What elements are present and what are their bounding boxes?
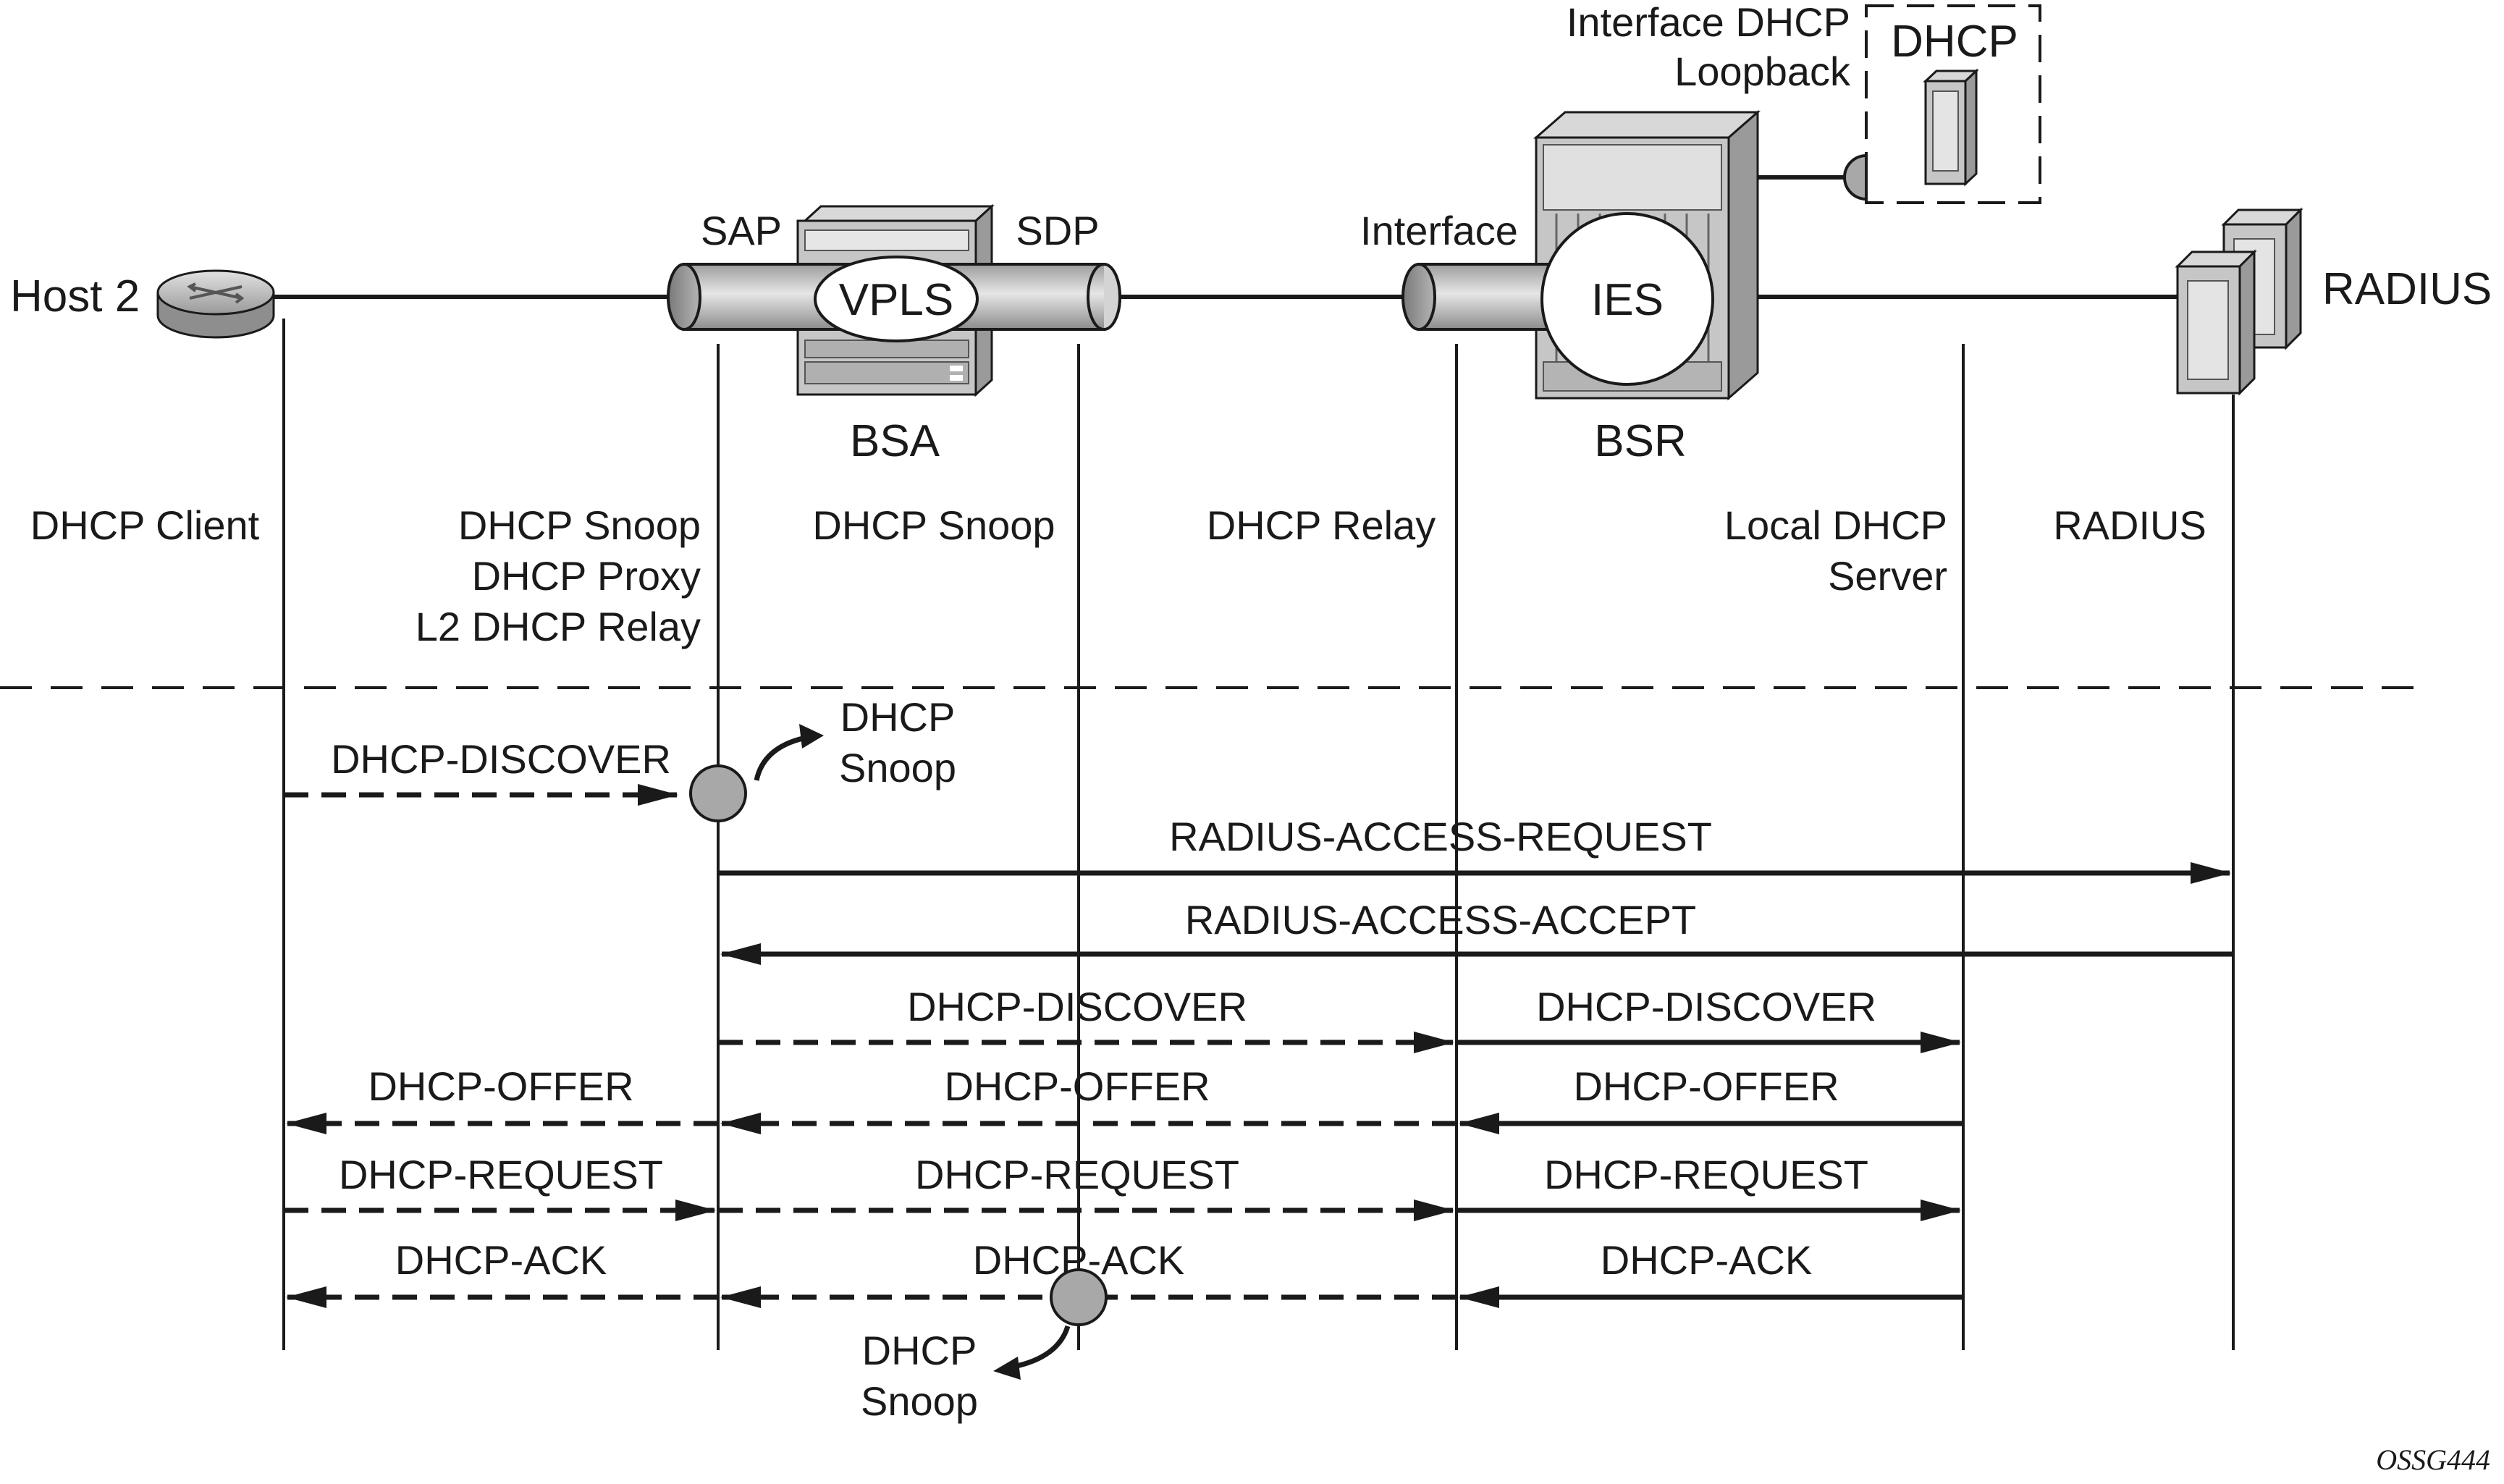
msg-discover-bsr: DHCP-DISCOVER	[1536, 984, 1876, 1029]
role-radius: RADIUS	[2053, 502, 2206, 548]
snoop-curve-top	[754, 734, 810, 781]
msg-radius-accept: RADIUS-ACCESS-ACCEPT	[1185, 897, 1696, 943]
msg-offer-bsr: DHCP-OFFER	[1573, 1063, 1839, 1109]
snoop-point-top	[689, 764, 747, 822]
msg-ack-client: DHCP-ACK	[395, 1237, 607, 1283]
snoop-curve-bottom	[1013, 1325, 1071, 1370]
interface-label: Interface	[1360, 208, 1518, 253]
snoop-note-top-2: Snoop	[839, 745, 956, 791]
snoop-note-top-1: DHCP	[840, 694, 956, 740]
ies-circle	[1540, 212, 1714, 386]
bsr-label: BSR	[1594, 416, 1686, 466]
role-client: DHCP Client	[30, 502, 260, 548]
figure-id: OSSG444	[2376, 1443, 2490, 1476]
snoop-arrowhead-bottom	[993, 1357, 1021, 1380]
vpls-oval	[814, 256, 979, 342]
role-server-2: Server	[1828, 553, 1947, 599]
router-icon	[156, 269, 275, 339]
snoop-arrowhead-top	[799, 724, 824, 749]
msg-request-bsa: DHCP-REQUEST	[915, 1152, 1239, 1197]
role-sap-2: DHCP Proxy	[472, 553, 701, 599]
vpls-label: VPLS	[839, 275, 954, 325]
msg-radius-request: RADIUS-ACCESS-REQUEST	[1169, 814, 1712, 859]
snoop-note-bottom-1: DHCP	[862, 1328, 977, 1373]
sdp-label: SDP	[1016, 208, 1099, 253]
role-sap-1: DHCP Snoop	[458, 502, 701, 548]
dhcp-server-icon	[1923, 68, 1979, 187]
loopback-half-circle	[1843, 153, 1868, 201]
msg-ack-bsr: DHCP-ACK	[1601, 1237, 1812, 1283]
msg-offer-client: DHCP-OFFER	[368, 1063, 633, 1109]
dhcp-box-label: DHCP	[1891, 17, 2018, 67]
role-relay: DHCP Relay	[1207, 502, 1436, 548]
radius-node-label: RADIUS	[2322, 264, 2492, 314]
host-label: Host 2	[10, 271, 140, 321]
msg-discover-client: DHCP-DISCOVER	[331, 736, 671, 782]
bsa-label: BSA	[850, 416, 940, 466]
ies-label: IES	[1591, 275, 1664, 325]
role-sdp: DHCP Snoop	[812, 502, 1055, 548]
msg-request-client: DHCP-REQUEST	[339, 1152, 663, 1197]
role-server-1: Local DHCP	[1724, 502, 1947, 548]
role-sap-3: L2 DHCP Relay	[416, 604, 701, 649]
msg-offer-bsa: DHCP-OFFER	[944, 1063, 1210, 1109]
msg-discover-bsa: DHCP-DISCOVER	[907, 984, 1247, 1029]
snoop-point-bottom	[1050, 1268, 1108, 1326]
dhcp-loopback-box	[1865, 4, 2041, 204]
loopback-label: Loopback	[1674, 49, 1851, 94]
msg-request-bsr: DHCP-REQUEST	[1544, 1152, 1868, 1197]
sap-label: SAP	[701, 208, 782, 253]
interface-dhcp-label: Interface DHCP	[1567, 0, 1850, 45]
radius-server-icon	[2175, 207, 2303, 396]
snoop-note-bottom-2: Snoop	[861, 1378, 978, 1424]
